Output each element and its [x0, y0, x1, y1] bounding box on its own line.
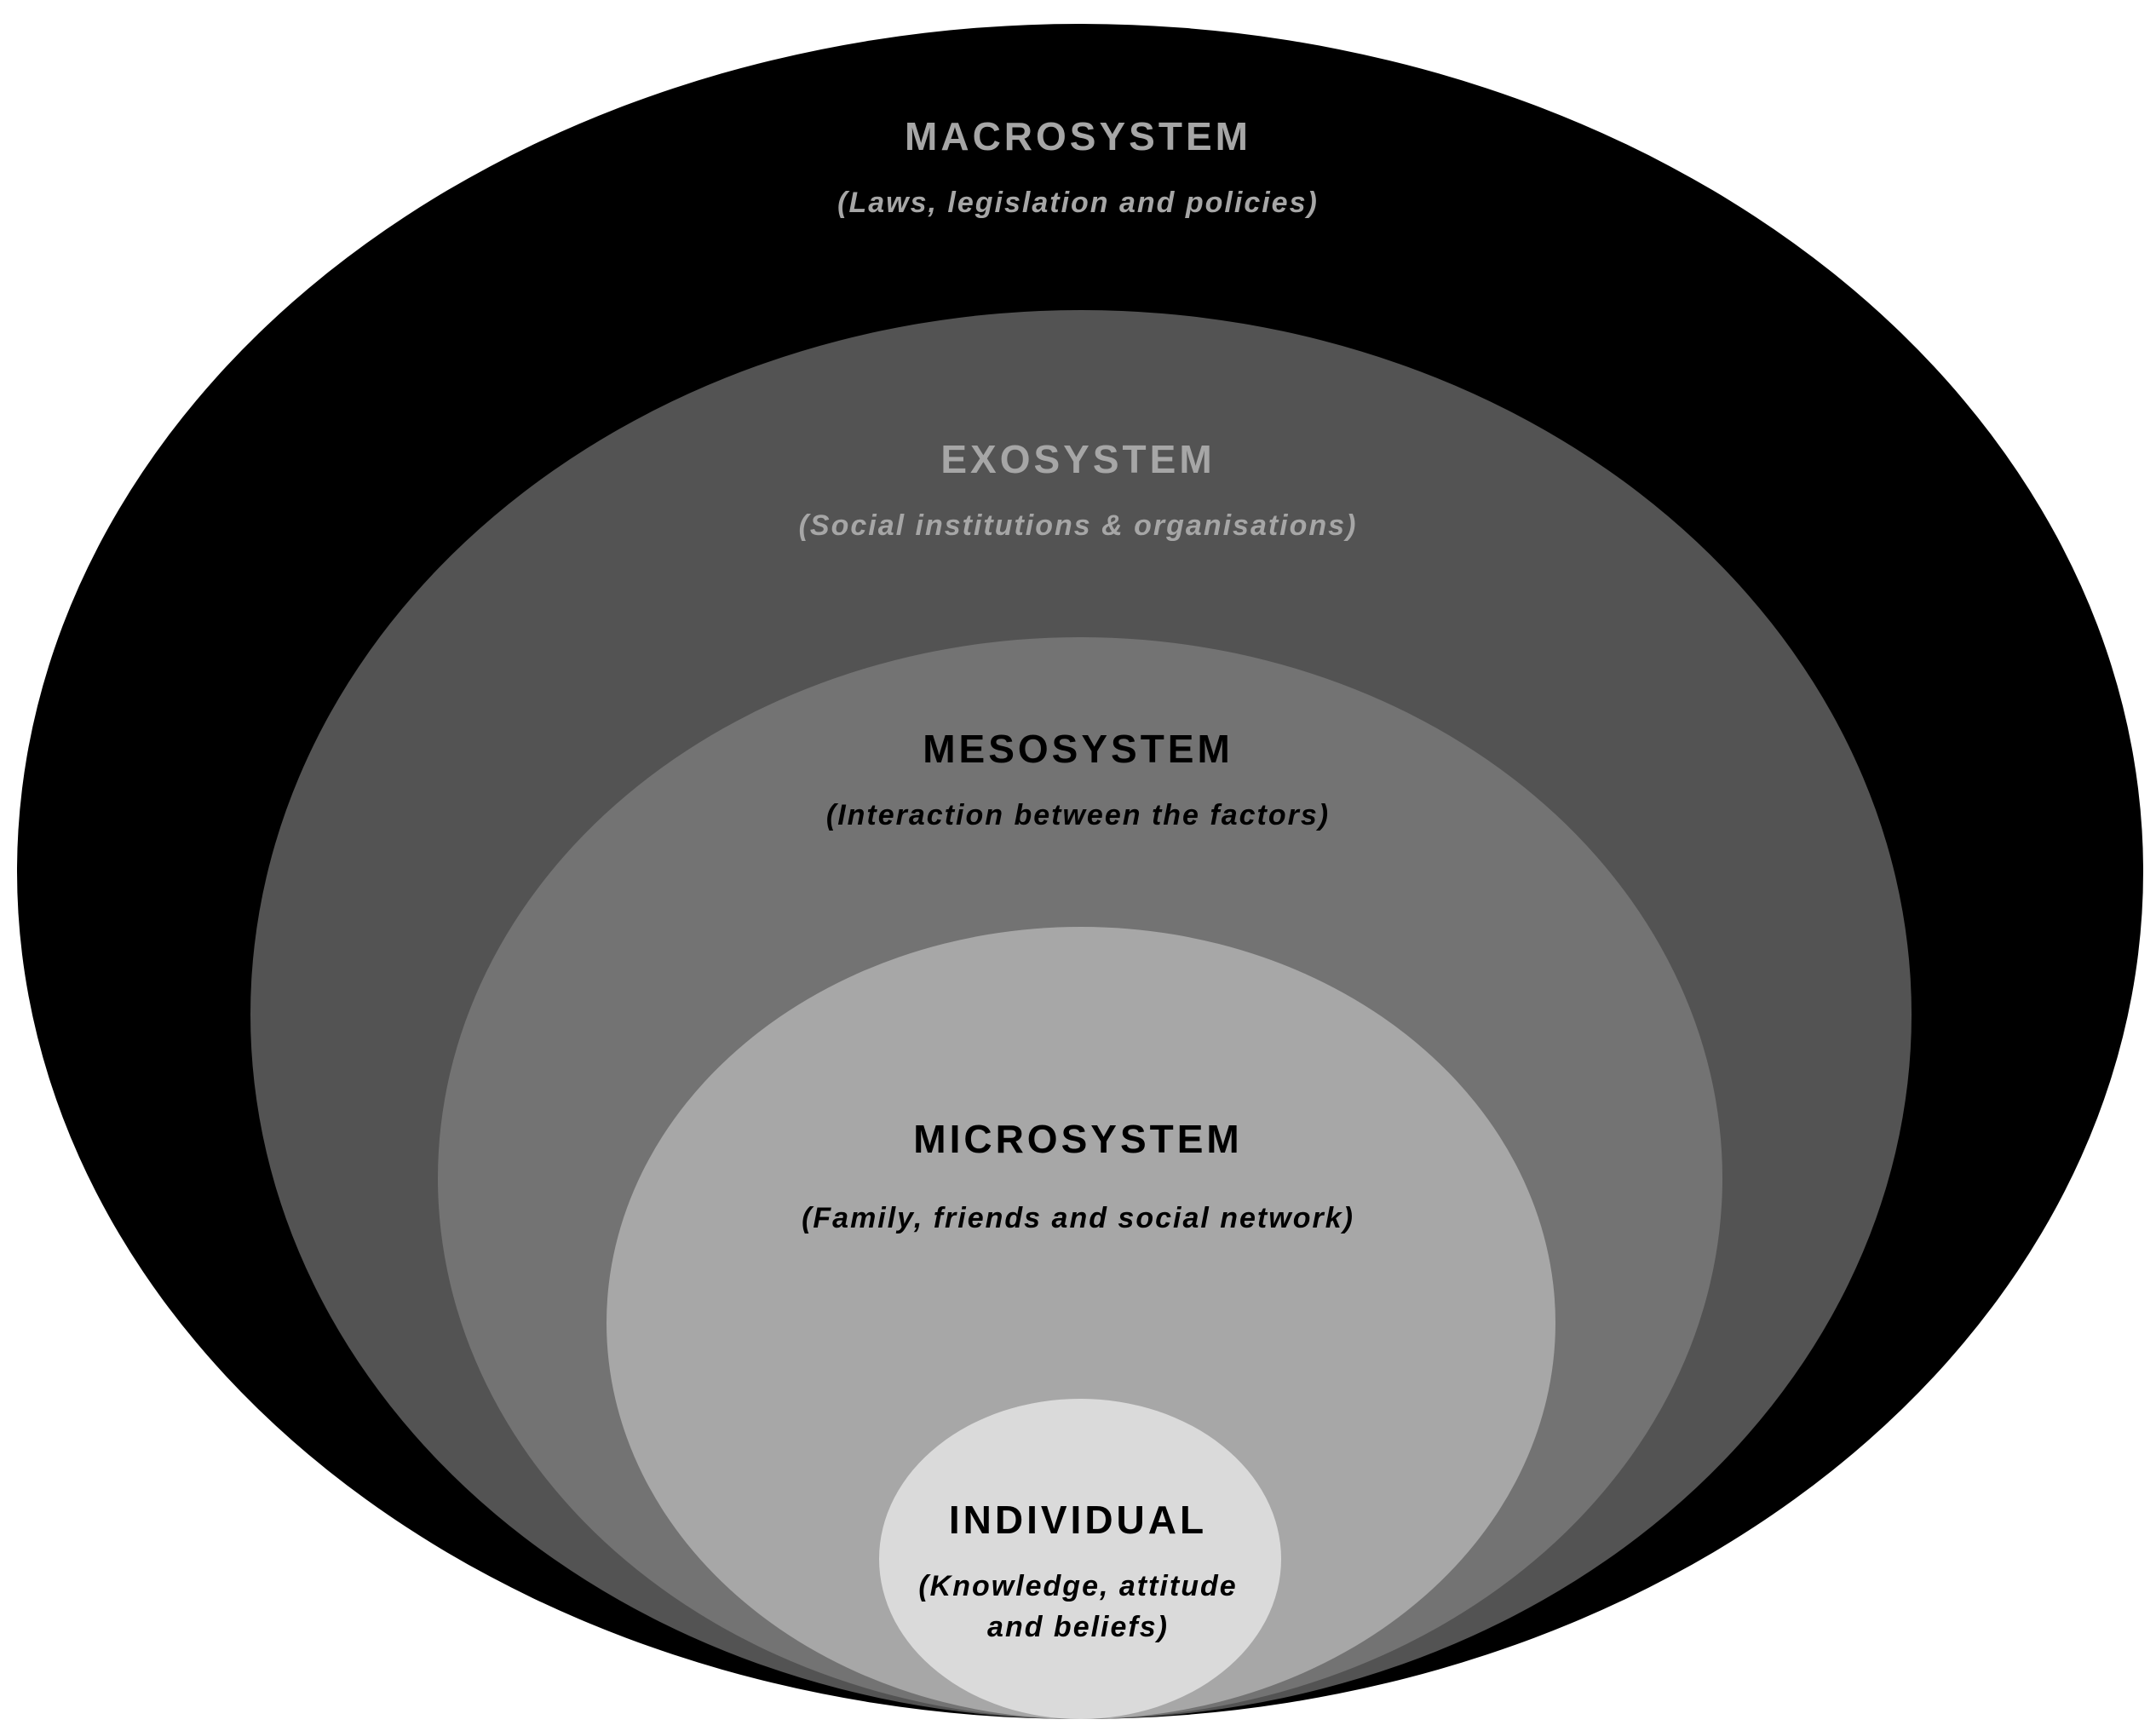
- microsystem-subtitle: (Family, friends and social network): [802, 1202, 1354, 1234]
- mesosystem-subtitle: (Interaction between the factors): [825, 799, 1331, 831]
- exosystem-title: EXOSYSTEM: [940, 437, 1216, 481]
- individual-ellipse: [879, 1399, 1281, 1719]
- mesosystem-title: MESOSYSTEM: [923, 727, 1233, 771]
- individual-subtitle: (Knowledge, attitude and beliefs): [918, 1570, 1238, 1643]
- exosystem-subtitle: (Social institutions & organisations): [798, 509, 1358, 542]
- macrosystem-title: MACROSYSTEM: [905, 114, 1251, 158]
- microsystem-title: MICROSYSTEM: [913, 1117, 1243, 1161]
- individual-title: INDIVIDUAL: [948, 1498, 1208, 1542]
- macrosystem-subtitle: (Laws, legislation and policies): [837, 187, 1319, 219]
